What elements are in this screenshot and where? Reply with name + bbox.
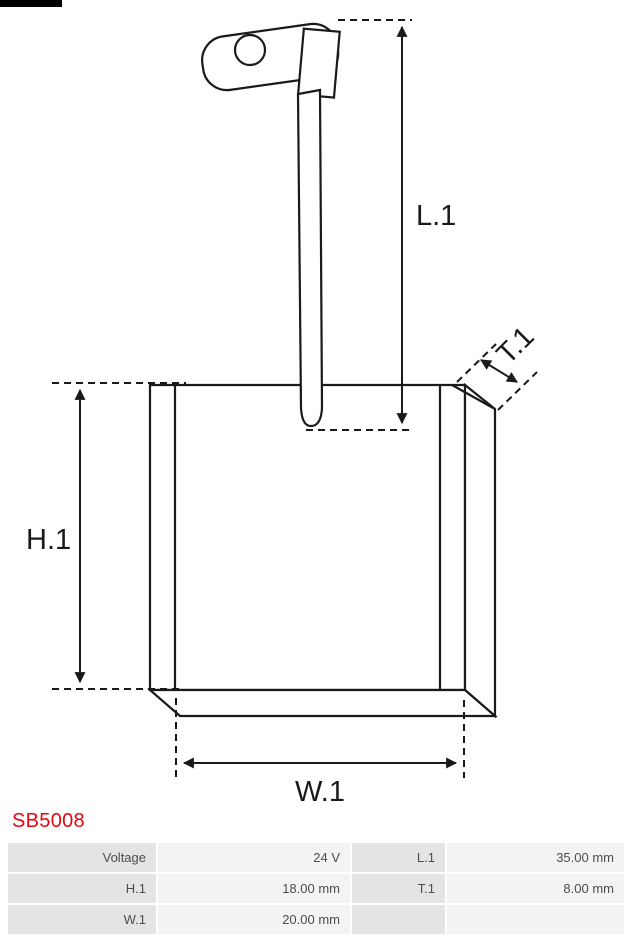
brush-bottom-face: [147, 688, 498, 718]
brush-bevel-edge: [451, 384, 496, 410]
terminal-crimp: [296, 27, 341, 99]
brush-body: [147, 382, 498, 719]
technical-drawing: L.1 H.1 W.1 T.1: [26, 19, 541, 806]
dim-width: W.1: [175, 698, 465, 806]
logo-strip: [0, 0, 62, 7]
brush-side-face: [463, 382, 497, 719]
spec-cell-value: 20.00 mm: [158, 905, 350, 934]
spec-cell-label: [352, 905, 445, 934]
dim-height: H.1: [26, 382, 186, 690]
dim-thickness-ext-1: [456, 343, 497, 383]
spec-cell-value: [447, 905, 624, 934]
dim-label-height: H.1: [26, 524, 71, 556]
part-number: SB5008: [12, 810, 85, 832]
terminal-hole: [233, 33, 267, 67]
dim-label-length: L.1: [416, 200, 456, 232]
dim-length: L.1: [306, 19, 456, 431]
spec-table: Voltage 24 V L.1 35.00 mm H.1 18.00 mm T…: [8, 843, 624, 934]
dim-thickness-arrow: [480, 359, 518, 383]
dim-thickness-ext-2: [497, 371, 538, 411]
spec-cell-label: L.1: [352, 843, 445, 872]
dim-label-width: W.1: [295, 776, 345, 806]
spec-cell-label: T.1: [352, 874, 445, 903]
spec-cell-label: Voltage: [8, 843, 156, 872]
spec-cell-value: 24 V: [158, 843, 350, 872]
spec-cell-value: 18.00 mm: [158, 874, 350, 903]
dim-label-thickness: T.1: [491, 321, 541, 371]
lead-wire: [296, 88, 324, 428]
spec-cell-value: 8.00 mm: [447, 874, 624, 903]
spec-cell-value: 35.00 mm: [447, 843, 624, 872]
spec-cell-label: W.1: [8, 905, 156, 934]
terminal-assembly: [201, 22, 341, 428]
spec-cell-label: H.1: [8, 874, 156, 903]
